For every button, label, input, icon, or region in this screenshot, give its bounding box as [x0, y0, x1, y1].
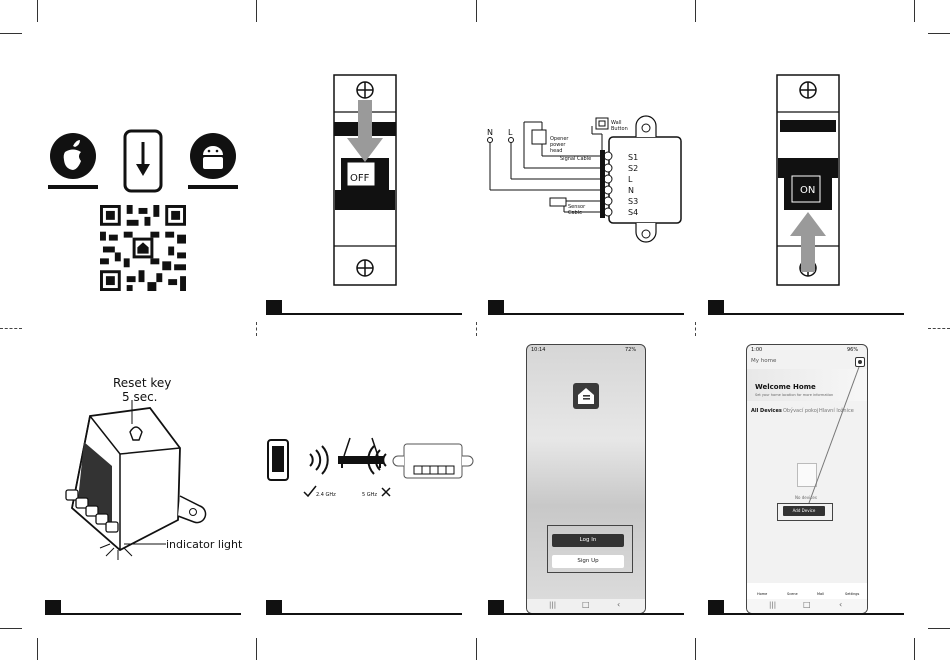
home-selector[interactable]: My home — [751, 358, 777, 364]
down-arrow-icon — [347, 100, 383, 162]
login-button[interactable]: Log In — [552, 534, 624, 547]
screw-icon — [356, 81, 374, 99]
home-nav-icon[interactable]: □ — [803, 600, 811, 609]
screw-icon — [799, 81, 817, 99]
terminal-l: L — [628, 175, 633, 184]
home-nav-icon[interactable]: □ — [582, 600, 590, 609]
recent-apps-icon[interactable]: ||| — [549, 601, 557, 609]
indicator-light-label: indicator light — [166, 538, 243, 551]
phone-download-icon — [123, 129, 163, 193]
nav-scene[interactable]: Scene — [787, 592, 798, 596]
step-underline — [488, 613, 684, 615]
band-5-label: 5 GHz — [362, 492, 378, 498]
wifi-signal-icon — [309, 445, 329, 475]
bottom-tab-bar: Home Scene Mall Settings — [747, 583, 867, 599]
qr-code — [100, 205, 186, 291]
breaker-on — [776, 74, 840, 286]
phone-login: 10:14 72% Log In Sign Up ||| □ ‹ — [526, 344, 646, 614]
wire-label-n: N — [487, 128, 493, 137]
wall-button-label: Wall Button — [611, 120, 628, 132]
step-underline — [708, 613, 904, 615]
terminal-screws — [603, 151, 613, 217]
back-nav-icon[interactable]: ‹ — [839, 600, 843, 609]
band-24-label: 2.4 GHz — [316, 492, 336, 498]
step-marker — [488, 600, 504, 613]
breaker-off-label: OFF — [350, 173, 370, 184]
terminal-s3: S3 — [628, 197, 639, 206]
signup-button[interactable]: Sign Up — [552, 555, 624, 568]
breaker-on-label: ON — [800, 185, 816, 196]
tab-living-room[interactable]: Obývací pokoj — [783, 408, 819, 414]
step-underline — [266, 613, 462, 615]
reset-key-label: Reset key — [113, 376, 172, 390]
terminal-labels: S1 S2 L N S3 S4 — [628, 152, 638, 218]
tab-bedroom[interactable]: Hlavní ložnice — [819, 408, 854, 414]
pointer-line — [808, 366, 860, 504]
wiring-diagram — [487, 115, 682, 243]
signal-cable-label: Signal Cable — [560, 156, 592, 162]
step-marker — [708, 300, 724, 313]
step-marker — [45, 600, 61, 613]
apple-icon — [48, 133, 98, 189]
add-device-button[interactable]: Add Device — [783, 506, 825, 516]
buttons-highlight — [547, 525, 633, 573]
step-marker — [488, 300, 504, 313]
step-marker — [708, 600, 724, 613]
nav-mall[interactable]: Mall — [817, 592, 825, 596]
android-navbar: ||| □ ‹ — [527, 599, 645, 613]
screw-icon — [356, 259, 374, 277]
wifi-diagram — [267, 437, 474, 498]
add-icon[interactable] — [855, 357, 865, 367]
nav-home[interactable]: Home — [757, 592, 768, 596]
up-arrow-icon — [790, 212, 826, 272]
welcome-title: Welcome Home — [755, 383, 816, 391]
add-device-highlight — [777, 503, 833, 521]
terminal-n: N — [628, 186, 634, 195]
step-underline — [488, 313, 684, 315]
status-time: 1:00 — [751, 347, 763, 353]
app-logo-icon — [573, 383, 599, 409]
terminal-s4: S4 — [628, 208, 639, 217]
opener-label: Opener power head — [550, 136, 569, 154]
status-time: 10:14 — [531, 347, 546, 353]
status-battery: 72% — [625, 347, 637, 353]
step-underline — [45, 613, 241, 615]
wifi-signal-icon — [367, 445, 387, 475]
smartphone-icon — [267, 439, 289, 481]
smart-module-icon — [392, 443, 474, 479]
recent-apps-icon[interactable]: ||| — [769, 601, 777, 609]
tab-all-devices[interactable]: All Devices — [751, 408, 782, 414]
no-devices-label: No devices — [795, 495, 817, 500]
terminal-s1: S1 — [628, 153, 639, 162]
sensor-cable-label: Sensor Cable — [568, 204, 586, 216]
nav-settings[interactable]: Settings — [845, 592, 860, 596]
terminal-s2: S2 — [628, 164, 639, 173]
android-navbar: ||| □ ‹ — [747, 599, 867, 613]
store-icons — [48, 129, 238, 193]
wire-label-l: L — [508, 128, 513, 137]
welcome-subtitle: Set your home location for more informat… — [755, 393, 834, 397]
phone-home: 1:00 96% My home Welcome Home Set your h… — [746, 344, 868, 614]
cross-icon — [381, 487, 391, 497]
step-marker — [266, 300, 282, 313]
step-underline — [266, 313, 462, 315]
welcome-banner — [747, 369, 867, 401]
device-isometric — [65, 400, 207, 560]
status-battery: 96% — [847, 347, 859, 353]
empty-device-icon — [797, 463, 817, 487]
step-marker — [266, 600, 282, 613]
android-icon — [188, 133, 238, 189]
back-nav-icon[interactable]: ‹ — [617, 600, 621, 609]
step-underline — [708, 313, 904, 315]
reset-time-label: 5 sec. — [122, 390, 158, 404]
check-icon — [303, 485, 317, 498]
breaker-off — [333, 74, 397, 286]
